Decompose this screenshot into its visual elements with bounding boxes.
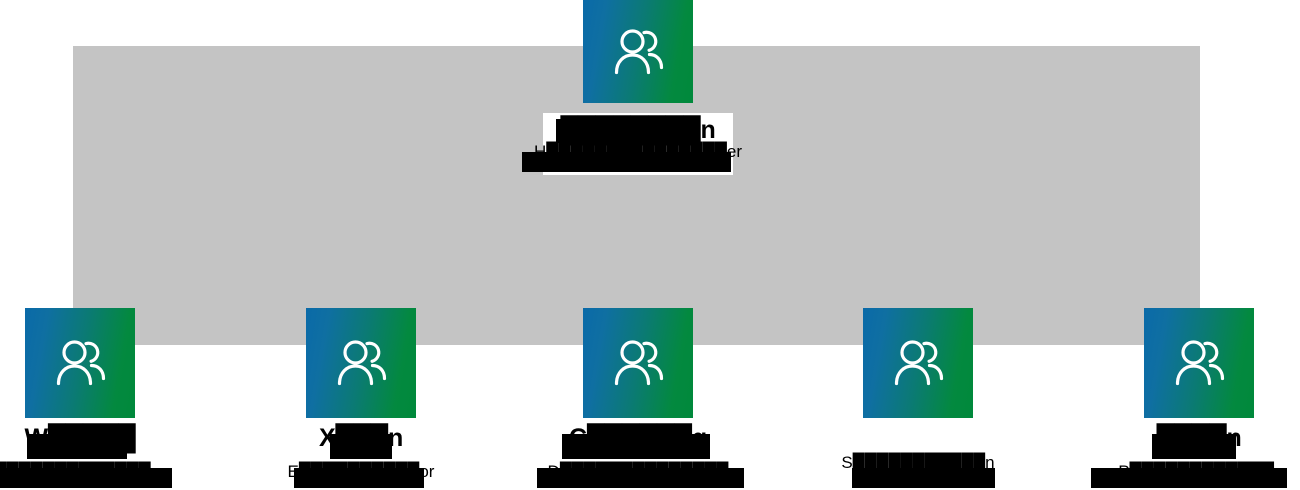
org-node-tile[interactable] <box>1144 308 1254 418</box>
org-node-1-text: X███n E██████████or <box>231 426 491 481</box>
org-node-title: E██████████or <box>287 462 435 481</box>
org-node-title: D██████████████ <box>547 462 729 481</box>
name-wrap: C██████g <box>508 426 768 451</box>
name-wrap: X███n <box>231 426 491 451</box>
org-node-0[interactable]: W█████ █████████████or <box>0 308 166 480</box>
org-node-0-text: W█████ █████████████or <box>0 426 210 481</box>
org-node-title: H███████████████er <box>533 142 743 161</box>
org-node-4[interactable]: ████n P████████████r <box>1118 308 1280 480</box>
people-icon <box>609 28 667 76</box>
org-node-tile[interactable] <box>583 0 693 103</box>
org-node-tile[interactable] <box>306 308 416 418</box>
org-node-name: W█████ <box>24 424 136 452</box>
org-node-name: C██████g <box>569 424 707 452</box>
org-node-root[interactable] <box>583 0 693 103</box>
org-node-title: █████████████or <box>0 462 166 481</box>
org-node-root-text: ████████n H███████████████er <box>471 118 805 161</box>
people-icon <box>332 339 390 387</box>
people-icon <box>51 339 109 387</box>
people-icon <box>609 339 667 387</box>
org-node-2-text: C██████g D██████████████ <box>508 426 768 481</box>
people-icon <box>1170 339 1228 387</box>
org-node-tile[interactable] <box>583 308 693 418</box>
name-wrap: ████n <box>1069 426 1300 451</box>
org-node-name: ████████n <box>560 116 716 144</box>
root-name-wrap: ████████n <box>560 118 715 143</box>
org-node-title: S███████████n <box>841 453 995 472</box>
org-node-3[interactable]: S███████████n <box>841 308 995 471</box>
org-node-tile[interactable] <box>25 308 135 418</box>
org-node-title: P████████████r <box>1118 462 1280 481</box>
org-node-2[interactable]: C██████g D██████████████ <box>548 308 728 480</box>
org-node-4-text: ████n P████████████r <box>1069 426 1300 481</box>
org-node-name: X███n <box>318 424 404 452</box>
name-wrap: W█████ <box>0 426 210 451</box>
org-node-1[interactable]: X███n E██████████or <box>288 308 434 480</box>
org-node-tile[interactable] <box>863 308 973 418</box>
people-icon <box>889 339 947 387</box>
name-wrap <box>788 426 1048 442</box>
org-node-name: ████n <box>1156 424 1242 452</box>
org-node-3-text: S███████████n <box>788 426 1048 472</box>
